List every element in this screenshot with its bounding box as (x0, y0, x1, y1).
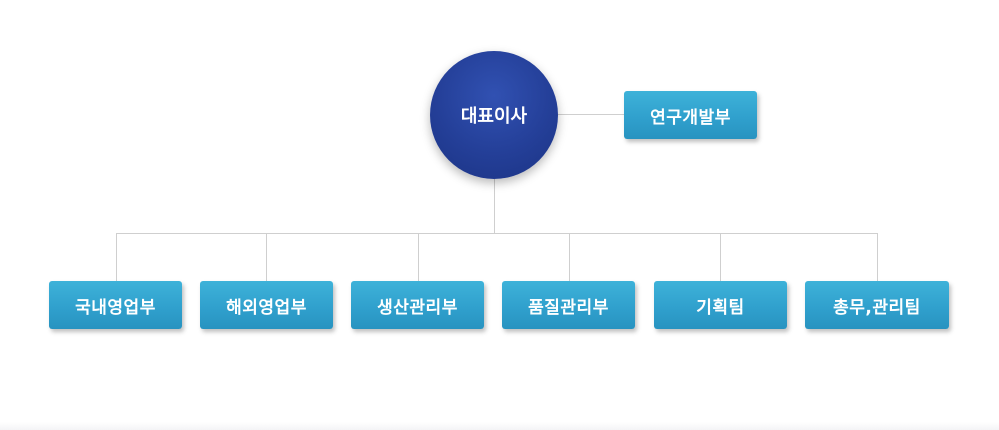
connector-drop (116, 233, 117, 281)
connector-horizontal-bus (116, 233, 878, 234)
department-label: 기획팀 (696, 297, 745, 318)
department-box: 국내영업부 (49, 281, 182, 329)
connector-drop (569, 233, 570, 281)
department-box: 생산관리부 (351, 281, 484, 329)
connector-drop (266, 233, 267, 281)
department-box: 품질관리부 (502, 281, 635, 329)
connector-root-down (494, 179, 495, 233)
department-box: 해외영업부 (200, 281, 333, 329)
rnd-department-label: 연구개발부 (650, 107, 731, 128)
department-label: 생산관리부 (377, 297, 458, 318)
connector-drop (877, 233, 878, 281)
department-label: 국내영업부 (75, 297, 156, 318)
connector-root-to-side (558, 114, 624, 115)
bottom-fade (0, 422, 999, 430)
department-label: 총무,관리팀 (833, 297, 921, 318)
department-label: 품질관리부 (528, 297, 609, 318)
rnd-department-box: 연구개발부 (624, 91, 757, 139)
department-box: 기획팀 (654, 281, 787, 329)
ceo-node: 대표이사 (430, 51, 558, 179)
connector-drop (418, 233, 419, 281)
department-label: 해외영업부 (226, 297, 307, 318)
connector-drop (720, 233, 721, 281)
department-box: 총무,관리팀 (805, 281, 949, 329)
ceo-label: 대표이사 (460, 106, 528, 127)
